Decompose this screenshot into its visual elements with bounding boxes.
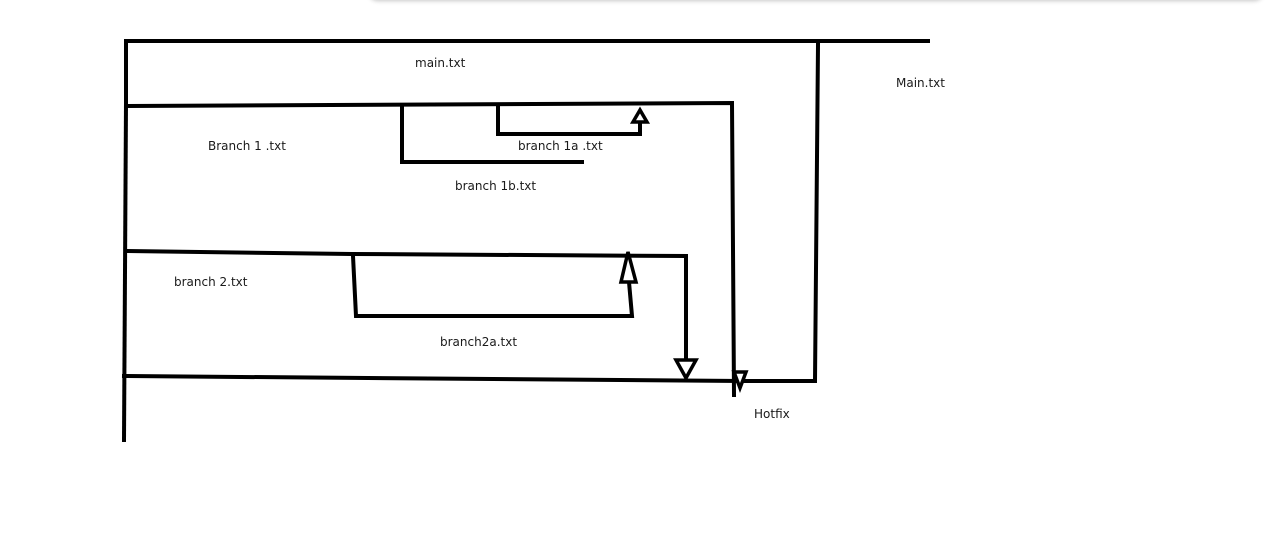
main-left-spine [121, 100, 129, 443]
hotfix-arrow [731, 370, 749, 393]
main-outer-line [738, 42, 821, 383]
label-branch1a: branch 1a .txt [518, 139, 603, 153]
main-top-line [124, 39, 930, 105]
label-branch1b: branch 1b.txt [455, 179, 536, 193]
branch1-line [123, 100, 737, 398]
label-branch2: branch 2.txt [174, 275, 248, 289]
branch2-merge-arrow [673, 358, 699, 382]
branch2a-merge-arrow [618, 251, 639, 284]
main-bottom-line [121, 373, 743, 384]
branch2a-line [350, 253, 635, 318]
branch1b-line [400, 104, 584, 164]
label-branch2a: branch2a.txt [440, 335, 517, 349]
label-main-inner: main.txt [415, 56, 466, 70]
label-main-outer: Main.txt [896, 76, 945, 90]
label-branch1: Branch 1 .txt [208, 139, 286, 153]
branch1a-merge-arrow [629, 106, 651, 124]
branch2-line [123, 248, 688, 366]
branch1a-line [496, 106, 642, 136]
label-hotfix: Hotfix [754, 407, 790, 421]
